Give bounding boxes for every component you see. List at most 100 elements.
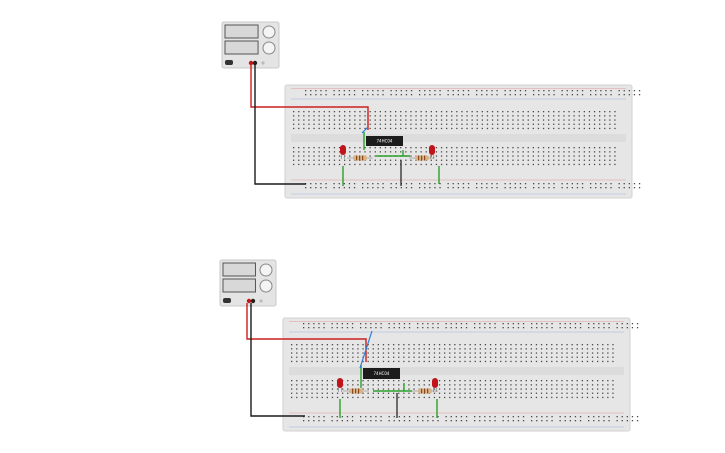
breadboard-hole[interactable] [563, 111, 565, 113]
breadboard-hole[interactable] [380, 323, 382, 325]
breadboard-hole[interactable] [561, 392, 563, 394]
breadboard-hole[interactable] [434, 90, 436, 92]
breadboard-hole[interactable] [561, 388, 563, 390]
breadboard-hole[interactable] [479, 416, 481, 418]
breadboard-hole[interactable] [481, 183, 483, 185]
breadboard-hole[interactable] [618, 183, 620, 185]
breadboard-hole[interactable] [520, 348, 522, 350]
breadboard-hole[interactable] [466, 151, 468, 153]
breadboard-hole[interactable] [609, 147, 611, 149]
breadboard-hole[interactable] [459, 344, 461, 346]
breadboard-hole[interactable] [604, 123, 606, 125]
breadboard-hole[interactable] [581, 348, 583, 350]
breadboard-hole[interactable] [321, 380, 323, 382]
breadboard-hole[interactable] [605, 94, 607, 96]
breadboard-hole[interactable] [533, 94, 535, 96]
breadboard-hole[interactable] [438, 396, 441, 399]
breadboard-hole[interactable] [362, 396, 364, 399]
breadboard-hole[interactable] [464, 384, 466, 386]
breadboard-hole[interactable] [389, 147, 392, 149]
breadboard-hole[interactable] [593, 119, 596, 121]
breadboard-hole[interactable] [486, 123, 489, 125]
breadboard-hole[interactable] [517, 111, 519, 113]
breadboard-hole[interactable] [573, 111, 575, 113]
breadboard-hole[interactable] [591, 392, 594, 394]
breadboard-hole[interactable] [413, 360, 415, 363]
breadboard-hole[interactable] [454, 392, 456, 394]
breadboard-hole[interactable] [310, 183, 312, 185]
breadboard-hole[interactable] [301, 388, 303, 390]
breadboard-hole[interactable] [465, 420, 468, 422]
breadboard-hole[interactable] [374, 163, 376, 166]
breadboard-hole[interactable] [531, 416, 533, 418]
breadboard-hole[interactable] [428, 360, 430, 363]
breadboard-hole[interactable] [428, 384, 430, 386]
breadboard-hole[interactable] [497, 155, 499, 157]
breadboard-hole[interactable] [583, 115, 585, 117]
breadboard-hole[interactable] [504, 183, 506, 185]
breadboard-hole[interactable] [393, 352, 395, 354]
breadboard-hole[interactable] [474, 344, 476, 346]
breadboard-hole[interactable] [505, 344, 507, 346]
breadboard-hole[interactable] [563, 115, 565, 117]
breadboard-hole[interactable] [607, 392, 609, 394]
breadboard-hole[interactable] [425, 147, 427, 149]
breadboard-hole[interactable] [415, 119, 417, 121]
breadboard-hole[interactable] [362, 384, 364, 386]
breadboard-hole[interactable] [532, 111, 534, 113]
breadboard-hole[interactable] [571, 352, 573, 354]
breadboard-hole[interactable] [390, 187, 392, 189]
breadboard-hole[interactable] [583, 151, 585, 153]
breadboard-hole[interactable] [578, 111, 580, 113]
breadboard-hole[interactable] [546, 327, 548, 329]
breadboard-hole[interactable] [439, 90, 441, 92]
breadboard-hole[interactable] [440, 111, 443, 113]
breadboard-hole[interactable] [408, 384, 410, 386]
breadboard-hole[interactable] [628, 183, 630, 185]
breadboard-hole[interactable] [395, 115, 397, 117]
breadboard-hole[interactable] [420, 119, 422, 121]
breadboard-hole[interactable] [445, 327, 447, 329]
breadboard-hole[interactable] [495, 356, 497, 358]
breadboard-hole[interactable] [461, 127, 463, 130]
breadboard-hole[interactable] [537, 163, 540, 166]
breadboard-hole[interactable] [418, 356, 420, 358]
breadboard-hole[interactable] [525, 396, 527, 399]
breadboard-hole[interactable] [569, 327, 571, 329]
breadboard-hole[interactable] [344, 115, 346, 117]
breadboard-hole[interactable] [333, 127, 336, 130]
breadboard-hole[interactable] [291, 344, 293, 346]
breadboard-hole[interactable] [535, 356, 538, 358]
breadboard-hole[interactable] [563, 155, 565, 157]
breadboard-hole[interactable] [481, 187, 483, 189]
breadboard-hole[interactable] [438, 392, 441, 394]
breadboard-hole[interactable] [444, 356, 446, 358]
breadboard-hole[interactable] [524, 90, 527, 92]
breadboard-hole[interactable] [612, 392, 614, 394]
breadboard-hole[interactable] [608, 327, 610, 329]
breadboard-hole[interactable] [604, 163, 606, 166]
breadboard-hole[interactable] [559, 420, 561, 422]
breadboard-hole[interactable] [296, 344, 298, 346]
breadboard-hole[interactable] [466, 127, 468, 130]
breadboard-hole[interactable] [296, 396, 298, 399]
breadboard-hole[interactable] [323, 163, 325, 166]
breadboard-hole[interactable] [293, 151, 295, 153]
breadboard-hole[interactable] [593, 151, 596, 153]
breadboard-hole[interactable] [393, 388, 395, 390]
breadboard-hole[interactable] [542, 147, 545, 149]
breadboard-hole[interactable] [520, 352, 522, 354]
breadboard-hole[interactable] [408, 396, 410, 399]
breadboard-hole[interactable] [323, 123, 325, 125]
breadboard-hole[interactable] [491, 183, 493, 185]
power-button[interactable] [225, 60, 233, 65]
breadboard-hole[interactable] [530, 384, 532, 386]
breadboard-hole[interactable] [377, 183, 379, 185]
breadboard-hole[interactable] [301, 360, 303, 363]
breadboard-hole[interactable] [311, 344, 313, 346]
ground-terminal[interactable] [259, 299, 263, 303]
breadboard-hole[interactable] [504, 94, 506, 96]
breadboard-hole[interactable] [546, 352, 548, 354]
breadboard-hole[interactable] [517, 123, 519, 125]
breadboard-hole[interactable] [387, 388, 390, 390]
